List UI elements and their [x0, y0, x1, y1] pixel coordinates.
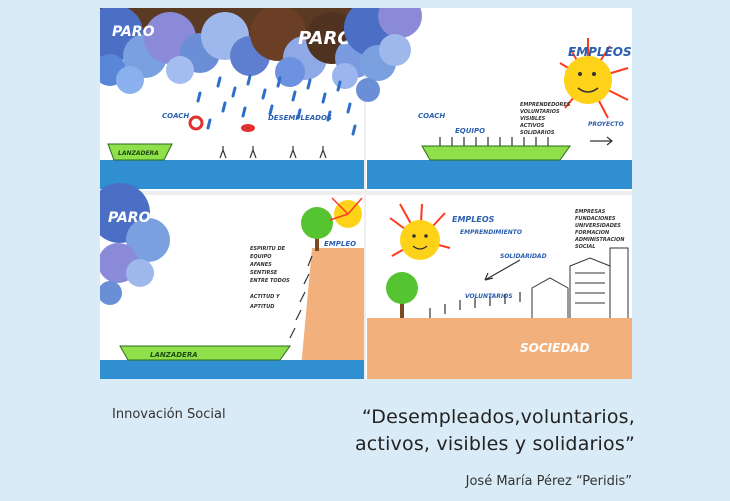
tree-icon-4 [386, 272, 418, 318]
svg-text:VISIBLES: VISIBLES [520, 116, 546, 122]
coach-label-2: COACH [418, 112, 445, 120]
swimmers [219, 146, 327, 159]
climbers [289, 255, 313, 339]
tree-icon [301, 207, 333, 251]
empleos-label: EMPLEOS [568, 45, 632, 59]
paro-label-right: PARO [298, 28, 353, 49]
clouds-panel3 [100, 183, 170, 305]
lanzadera-label-3: LANZADERA [150, 351, 198, 359]
voluntarios-label: VOLUNTARIOS [465, 293, 513, 300]
svg-text:ADMINISTRACION: ADMINISTRACION [574, 237, 625, 243]
svg-text:AFANES: AFANES [249, 262, 272, 268]
desempleados-label: DESEMPLEADOS [268, 114, 332, 122]
buildings [531, 247, 629, 318]
sea-2 [367, 160, 632, 189]
boat [107, 143, 173, 161]
svg-text:VOLUNTARIOS: VOLUNTARIOS [520, 109, 560, 115]
svg-text:ACTIVOS: ACTIVOS [519, 123, 545, 129]
panel-2: EMPLEOS EMPRENDEDORES VOLUNTARIOS VISIBL… [344, 8, 632, 189]
rain-drops [196, 74, 357, 136]
boat-2 [421, 145, 571, 161]
svg-text:EMPRENDEDORES: EMPRENDEDORES [520, 102, 571, 108]
svg-text:FUNDACIONES: FUNDACIONES [575, 216, 616, 222]
coach-label: COACH [162, 112, 189, 120]
storm-clouds [100, 8, 375, 94]
svg-text:SENTIRSE: SENTIRSE [250, 270, 278, 276]
svg-text:ACTITUD Y: ACTITUD Y [249, 294, 281, 300]
clouds-small [344, 8, 422, 102]
boat-3 [119, 345, 291, 361]
panel-3: PARO EMPLEO ESPIRITU DE EQUIPO AFANES SE… [100, 183, 364, 379]
caption-innovacion-social: Innovación Social [112, 407, 226, 422]
arrow-right-icon [590, 136, 613, 146]
svg-text:UNIVERSIDADES: UNIVERSIDADES [575, 223, 621, 229]
sea [100, 160, 364, 189]
emprendimiento-label: EMPRENDIMIENTO [460, 229, 522, 236]
quote: “Desempleados,voluntarios, activos, visi… [355, 404, 635, 458]
svg-text:EMPRESAS: EMPRESAS [575, 209, 606, 215]
comic-strip: PARO PARO COACH DESEMPLEADOS LANZADERA [100, 8, 632, 379]
svg-text:ENTRE TODOS: ENTRE TODOS [250, 278, 290, 284]
cliff-top [367, 318, 632, 379]
rowers [439, 137, 549, 146]
climb-text: ESPIRITU DE EQUIPO AFANES SENTIRSE ENTRE… [249, 246, 290, 310]
institutions-list: EMPRESAS FUNDACIONES UNIVERSIDADES FORMA… [574, 209, 625, 250]
values-list: EMPRENDEDORES VOLUNTARIOS VISIBLES ACTIV… [519, 102, 571, 136]
walkers [429, 292, 521, 318]
proyecto-label: PROYECTO [588, 121, 624, 128]
ball [241, 124, 255, 132]
sun-icon-4 [389, 203, 451, 260]
empleo-label: EMPLEO [324, 240, 356, 248]
cliff [300, 248, 364, 379]
quote-line-1: “Desempleados,voluntarios, [361, 406, 635, 428]
paro-label-3: PARO [108, 210, 151, 226]
arrow-left-icon [484, 259, 521, 281]
panel-4: EMPLEOS EMPRENDIMIENTO SOLIDARIDAD EMPRE… [367, 196, 632, 379]
life-ring [188, 115, 204, 131]
equipo-label: EQUIPO [455, 127, 485, 135]
empleos-label-4: EMPLEOS [452, 215, 495, 224]
author-credit: José María Pérez “Peridis” [465, 474, 632, 489]
lanzadera-label-1: LANZADERA [118, 150, 159, 157]
sun-icon-3 [329, 197, 363, 228]
svg-text:EQUIPO: EQUIPO [250, 254, 272, 260]
svg-text:SOLIDARIOS: SOLIDARIOS [520, 130, 555, 136]
svg-text:FORMACION: FORMACION [575, 230, 610, 236]
svg-text:APTITUD: APTITUD [249, 304, 274, 310]
solidaridad-label: SOLIDARIDAD [500, 253, 547, 260]
sea-3 [100, 360, 364, 379]
svg-text:ESPIRITU DE: ESPIRITU DE [250, 246, 286, 252]
paro-label-left: PARO [112, 24, 155, 40]
sun-icon [559, 38, 629, 119]
panel-1: PARO PARO COACH DESEMPLEADOS LANZADERA [100, 8, 375, 189]
sociedad-label: SOCIEDAD [520, 341, 590, 355]
quote-line-2: activos, visibles y solidarios” [354, 433, 635, 455]
svg-text:SOCIAL: SOCIAL [575, 244, 595, 250]
